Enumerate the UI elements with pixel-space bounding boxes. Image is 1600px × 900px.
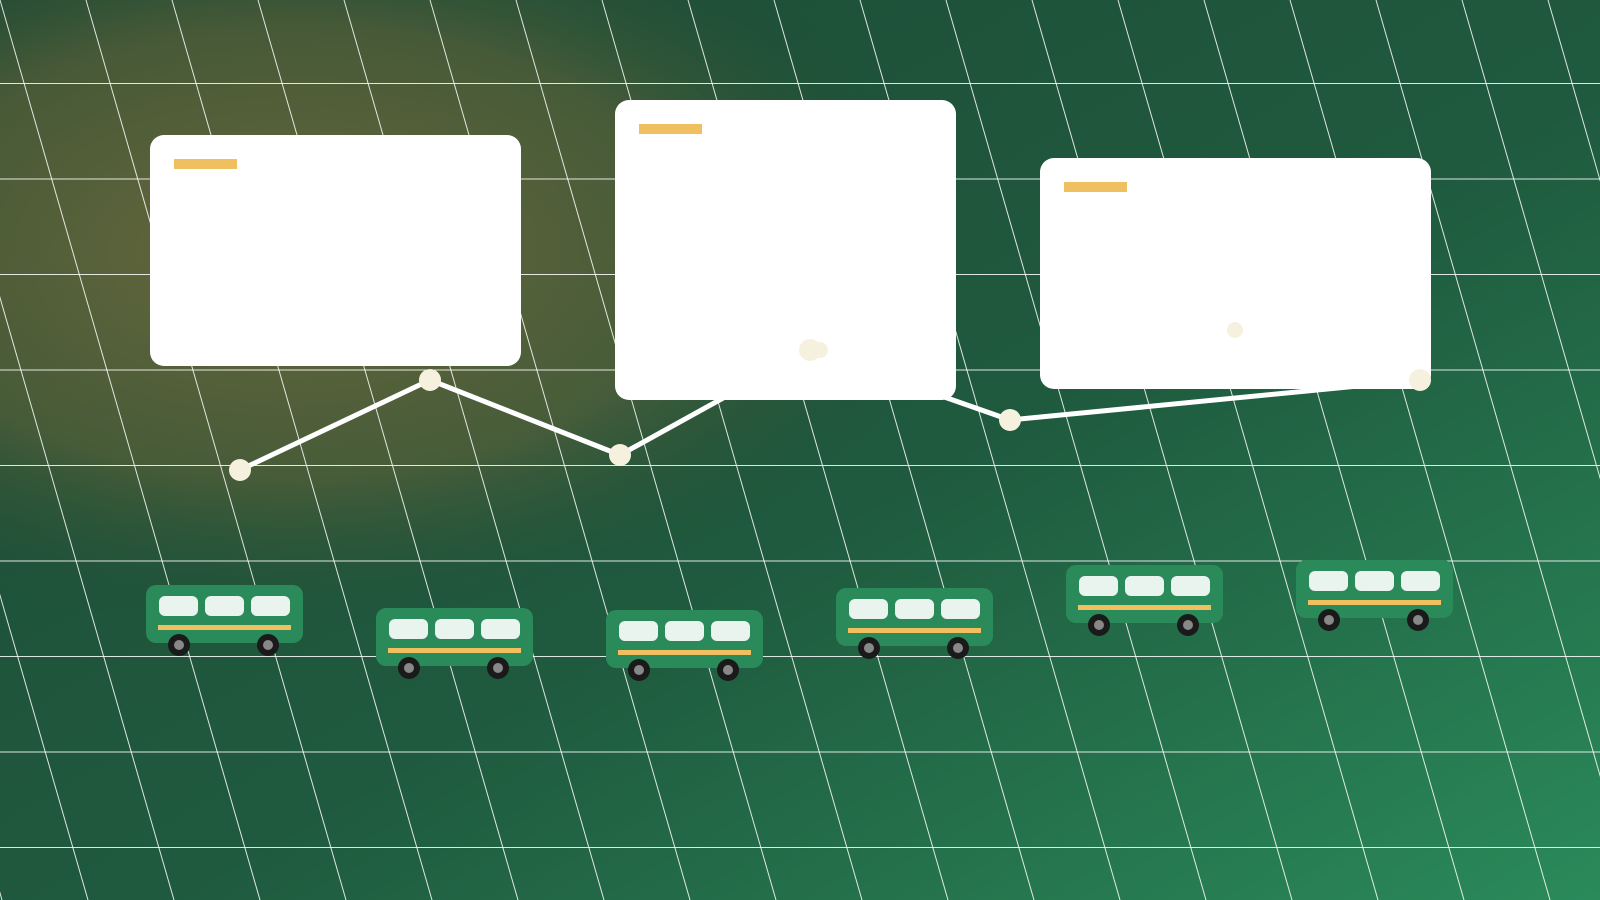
grid-line-slant (1547, 0, 1600, 182)
grid-line-slant (1031, 0, 1293, 900)
bus-window (435, 619, 474, 639)
bus-window (711, 621, 750, 641)
grid-line-slant (1289, 0, 1551, 900)
bus-stripe (1078, 605, 1211, 610)
bus-stripe (388, 648, 521, 653)
grid-line-slant (0, 295, 175, 900)
wheel-hub (1183, 620, 1193, 630)
route-node (229, 459, 251, 481)
bus-window (1171, 576, 1210, 596)
accent-bar (639, 124, 702, 134)
route-path (238, 347, 1421, 473)
bus-icon (146, 585, 303, 656)
card-body (150, 135, 521, 366)
bus-window (1401, 571, 1440, 591)
bus-window (251, 596, 290, 616)
bus-window (941, 599, 980, 619)
bus-icon (836, 588, 993, 659)
wheel-hub (634, 665, 644, 675)
bus-window (1125, 576, 1164, 596)
grid-line-slant (0, 0, 261, 900)
grid-line-slant (1117, 0, 1379, 900)
wheel-hub (953, 643, 963, 653)
wheel-hub (864, 643, 874, 653)
route-node (1409, 369, 1431, 391)
bus-window (1079, 576, 1118, 596)
bus-icon (606, 610, 763, 681)
card-1 (150, 135, 521, 366)
bus-stripe (158, 625, 291, 630)
card-body (615, 100, 956, 400)
bus-fleet (146, 560, 1453, 681)
route-line (238, 347, 1421, 473)
bus-window (1355, 571, 1394, 591)
grid-line-slant (1461, 0, 1600, 480)
bus-window (619, 621, 658, 641)
wheel-hub (174, 640, 184, 650)
route-node (609, 444, 631, 466)
accent-bar (1064, 182, 1127, 192)
bus-window (665, 621, 704, 641)
bus-window (895, 599, 934, 619)
bus-icon (1296, 560, 1453, 631)
wheel-hub (1324, 615, 1334, 625)
bus-window (849, 599, 888, 619)
wheel-hub (723, 665, 733, 675)
grid-line-slant (515, 0, 777, 900)
bus-window (159, 596, 198, 616)
bus-window (205, 596, 244, 616)
card-body (1040, 158, 1431, 389)
card-dot (812, 342, 828, 358)
bus-window (481, 619, 520, 639)
card-dot (1227, 322, 1243, 338)
wheel-hub (404, 663, 414, 673)
bus-stripe (1308, 600, 1441, 605)
grid-line-slant (1203, 0, 1465, 900)
route-node (999, 409, 1021, 431)
cards-group (150, 100, 1431, 400)
wheel-hub (493, 663, 503, 673)
grid-line-slant (85, 0, 347, 900)
grid-line-slant (0, 593, 89, 900)
bus-window (1309, 571, 1348, 591)
wheel-hub (1094, 620, 1104, 630)
bus-stripe (618, 650, 751, 655)
grid-line-slant (945, 0, 1207, 900)
route-nodes (229, 322, 1431, 481)
grid-line-slant (1375, 0, 1600, 778)
wheel-hub (263, 640, 273, 650)
card-3 (1040, 158, 1431, 389)
bus-stripe (848, 628, 981, 633)
bus-icon (376, 608, 533, 679)
accent-bar (174, 159, 237, 169)
bus-icon (1066, 565, 1223, 636)
wheel-hub (1413, 615, 1423, 625)
card-2 (615, 100, 956, 400)
bus-window (389, 619, 428, 639)
route-node (419, 369, 441, 391)
